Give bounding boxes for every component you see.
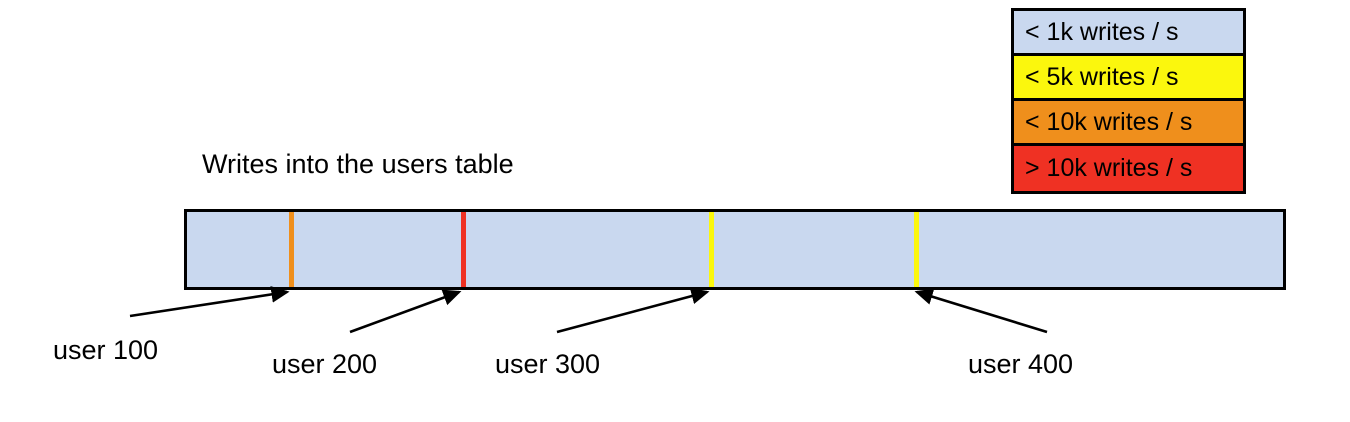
marker-user-200 (461, 212, 466, 287)
callout-label-user-200: user 200 (272, 349, 378, 379)
callout-label-user-300: user 300 (495, 349, 601, 379)
marker-user-300 (709, 212, 714, 287)
users-table-bar (184, 209, 1286, 290)
legend-label-under-10k: < 10k writes / s (1025, 107, 1193, 136)
legend-label-under-1k: < 1k writes / s (1025, 17, 1179, 46)
marker-user-100 (289, 212, 294, 287)
arrow-user-400 (914, 288, 1048, 334)
callout-label-user-100: user 100 (53, 335, 159, 365)
legend-row-under-1k: < 1k writes / s (1014, 11, 1243, 56)
legend: < 1k writes / s < 5k writes / s < 10k wr… (1011, 8, 1246, 194)
arrow-user-100 (129, 286, 290, 318)
callout-label-user-400: user 400 (968, 349, 1074, 379)
legend-label-under-5k: < 5k writes / s (1025, 62, 1179, 91)
legend-row-under-5k: < 5k writes / s (1014, 56, 1243, 101)
marker-user-400 (914, 212, 919, 287)
legend-row-over-10k: > 10k writes / s (1014, 146, 1243, 191)
arrow-user-200 (349, 289, 462, 334)
legend-row-under-10k: < 10k writes / s (1014, 101, 1243, 146)
legend-label-over-10k: > 10k writes / s (1025, 154, 1193, 182)
arrow-user-300 (556, 287, 710, 334)
chart-title: Writes into the users table (202, 149, 514, 179)
